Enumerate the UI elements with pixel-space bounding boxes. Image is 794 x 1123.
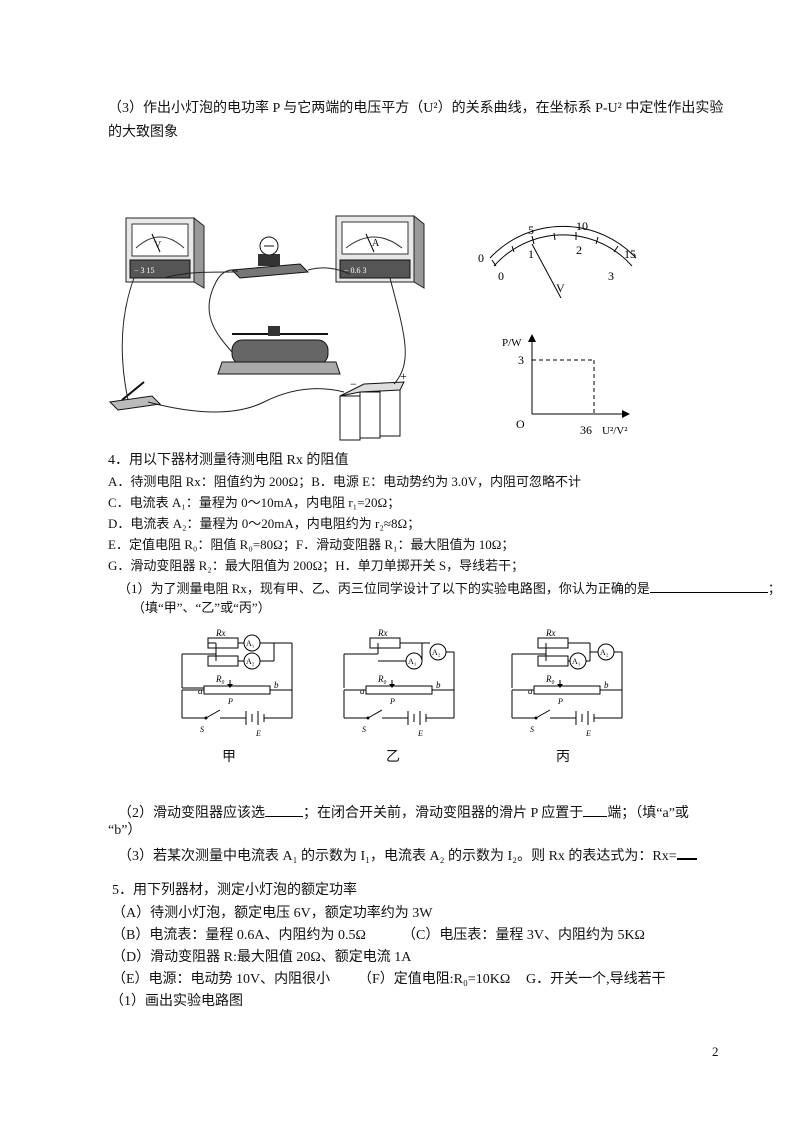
scale-outer-10: 10	[576, 219, 588, 233]
graph-y-label: P/W	[502, 337, 522, 349]
p-label: P	[227, 697, 233, 706]
scale-outer-0: 0	[478, 251, 484, 265]
q4-sub1-text: （1）为了测量电阻 Rx，现有甲、乙、丙三位同学设计了以下的实验电路图，你认为正…	[118, 581, 650, 596]
b-label: b	[604, 680, 609, 690]
ammeter-terminals: − 0.6 3	[344, 266, 367, 275]
scale-outer-15: 15	[624, 247, 636, 261]
voltmeter-illustration: V − 3 15	[125, 216, 205, 289]
q5-item-f: （F）定值电阻:R₀=10KΩ	[358, 972, 511, 987]
apparatus-illustration: V − 3 15 A − 0.6 3 − +	[108, 214, 425, 441]
scale-inner-2: 2	[576, 243, 582, 257]
a-label: a	[528, 686, 533, 696]
needle-label: V	[556, 281, 565, 295]
q4-sub3: （3）若某次测量中电流表 A₁ 的示数为 I₁，电流表 A₂ 的示数为 I₂。则…	[118, 844, 697, 866]
a1-label: A₁	[246, 639, 255, 648]
q4-title: 4．用以下器材测量待测电阻 Rx 的阻值	[108, 453, 349, 468]
a2-label: A₂	[432, 648, 441, 657]
q5-item-e: （E）电源：电动势 10V、内阻很小	[112, 972, 331, 987]
battery-illustration: − +	[339, 369, 407, 441]
battery-minus: −	[350, 377, 357, 391]
switch-illustration	[108, 381, 162, 411]
wires	[121, 267, 406, 413]
q4-sub1-blank[interactable]	[649, 578, 768, 593]
a2-label: A₂	[246, 657, 255, 666]
graph-x-label: U²/V²	[602, 425, 628, 437]
voltmeter-letter: V	[154, 240, 162, 251]
scale-inner-3: 3	[608, 269, 614, 283]
page-number: 2	[712, 1044, 719, 1059]
circuit-yi: Rx A₁ A₂ R₀ a b P S E	[343, 628, 455, 738]
q4-sub2c: 端；（填“a”或	[607, 806, 689, 821]
b-label: b	[274, 680, 279, 690]
rheostat-illustration	[217, 326, 341, 375]
q4-sub2-blank2[interactable]	[583, 802, 608, 817]
scale-inner-0: 0	[498, 269, 504, 283]
circuit-bing: Rx A₁ A₂ R₀ a b P S E	[511, 628, 623, 738]
circuit-diagrams: Rx A₁ A₂ R₀ a b P S E Rx	[181, 628, 623, 738]
q4-sub2: （2）滑动变阻器应该选 ；在闭合开关前，滑动变阻器的滑片 P 应置于 端；（填“a”…	[118, 802, 689, 823]
a2-label: A₂	[600, 648, 609, 657]
q4-sub3-blank[interactable]	[676, 844, 697, 860]
rx-label: Rx	[545, 628, 556, 638]
meter-scale: 0 5 10 15 0 1 2 3 V	[478, 219, 637, 298]
graph-x-tick: 36	[580, 423, 592, 437]
q4-item-g: G．滑动变阻器 R₂：最大阻值为 200Ω；H．单刀单掷开关 S，导线若干；	[108, 558, 525, 573]
voltmeter-terminals: − 3 15	[134, 266, 155, 275]
r0-label: R₀	[377, 674, 387, 684]
bulb-illustration	[230, 236, 310, 279]
p-label: P	[389, 697, 395, 706]
graph-y-tick: 3	[518, 353, 524, 367]
e-label: E	[255, 729, 261, 738]
q3-line1: （3）作出小灯泡的电功率 P 与它两端的电压平方（U²）的关系曲线，在坐标系 P…	[108, 101, 724, 116]
q4-sub2b: ；在闭合开关前，滑动变阻器的滑片 P 应置于	[303, 806, 584, 821]
q4-sub1-hint: （填“甲”、“乙”或“丙”）	[132, 600, 271, 615]
p-label: P	[557, 697, 563, 706]
q4-item-d: D．电流表 A₂：量程为 0～20mA，内电阻约为 r₂≈8Ω；	[108, 516, 421, 531]
q4-sub2a: （2）滑动变阻器应该选	[118, 806, 265, 821]
q4-sub1: （1）为了测量电阻 Rx，现有甲、乙、丙三位同学设计了以下的实验电路图，你认为正…	[118, 578, 781, 598]
q4-sub2d: “b”）	[108, 823, 142, 838]
s-label: S	[200, 725, 204, 734]
battery-plus: +	[400, 369, 407, 383]
q5-item-g: G．开关一个,导线若干	[526, 972, 666, 987]
q4-item-e: E．定值电阻 R₀：阻值 R₀=80Ω；F．滑动变阻器 R₁：最大阻值为 10Ω…	[108, 537, 515, 552]
s-label: S	[362, 725, 366, 734]
r0-label: R₀	[215, 674, 225, 684]
a-label: a	[360, 686, 365, 696]
q5-item-d: （D）滑动变阻器 R:最大阻值 20Ω、额定电流 1A	[112, 950, 412, 965]
q5-title: 5．用下列器材，测定小灯泡的额定功率	[112, 883, 357, 898]
scale-outer-5: 5	[528, 223, 534, 237]
a1-label: A₁	[408, 657, 417, 666]
e-label: E	[585, 729, 591, 738]
e-label: E	[417, 729, 423, 738]
r0-label: R₀	[545, 674, 555, 684]
s-label: S	[530, 725, 534, 734]
q5-item-b: （B）电流表：量程 0.6A、内阻约为 0.5Ω	[112, 928, 366, 943]
p-u2-graph: P/W U²/V² O 3 36	[502, 334, 630, 437]
scale-inner-1: 1	[528, 247, 534, 261]
q4-item-a: A．待测电阻 Rx：阻值约为 200Ω；B．电源 E：电动势约为 3.0V，内阻…	[108, 474, 581, 489]
caption-yi: 乙	[386, 750, 400, 765]
rx-label: Rx	[215, 628, 226, 638]
rx-label: Rx	[377, 628, 388, 638]
caption-jia: 甲	[222, 750, 236, 765]
q4-sub1-end: ；	[767, 581, 781, 596]
q4-sub2-blank1[interactable]	[265, 802, 303, 817]
ammeter-illustration: A − 0.6 3	[335, 214, 425, 289]
q5-item-c: （C）电压表：量程 3V、内阻约为 5KΩ	[402, 928, 645, 943]
q4-item-c: C．电流表 A₁：量程为 0～10mA，内电阻 r₁=20Ω；	[108, 495, 401, 510]
a1-label: A₁	[572, 657, 581, 666]
q3-line2: 的大致图象	[108, 125, 178, 140]
q5-sub1: （1）画出实验电路图	[110, 994, 243, 1009]
q4-sub3-text: （3）若某次测量中电流表 A₁ 的示数为 I₁，电流表 A₂ 的示数为 I₂。则…	[118, 849, 677, 864]
q5-item-a: （A）待测小灯泡，额定电压 6V，额定功率约为 3W	[112, 906, 433, 921]
circuit-jia: Rx A₁ A₂ R₀ a b P S E	[181, 628, 293, 738]
a-label: a	[198, 686, 203, 696]
graph-origin: O	[516, 417, 525, 431]
caption-bing: 丙	[556, 750, 570, 765]
b-label: b	[436, 680, 441, 690]
ammeter-letter: A	[372, 238, 380, 249]
